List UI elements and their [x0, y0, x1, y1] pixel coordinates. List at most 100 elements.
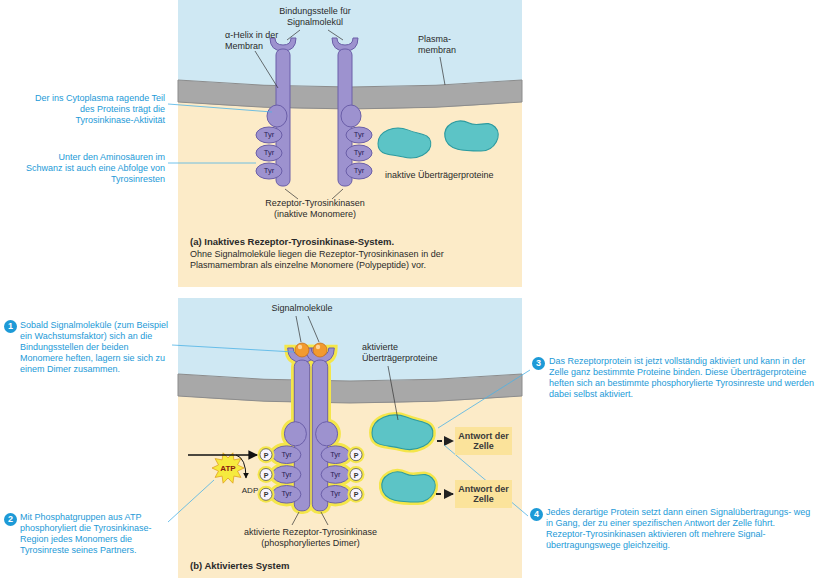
phosphate-circle — [350, 488, 362, 500]
callout-text: Sobald Signalmoleküle (zum Beispiel ein … — [20, 320, 172, 375]
plasma-membrane — [178, 374, 522, 403]
callout-number: 3 — [532, 357, 545, 370]
tyrosine-label: Tyr — [330, 490, 340, 498]
callout-leader — [172, 345, 294, 352]
leader-line — [287, 30, 300, 40]
molecule-label: ATP — [220, 463, 235, 474]
phosphorylation-arrow — [188, 454, 257, 456]
part-label: Signalmoleküle — [262, 303, 342, 314]
phosphate-circle — [350, 449, 362, 461]
phosphate-glow — [348, 466, 365, 483]
leader-line — [328, 30, 343, 40]
transfer-protein — [378, 128, 431, 158]
panel-caption: Ohne Signalmoleküle liegen die Rezeptor-… — [190, 249, 510, 271]
leader-line — [321, 512, 328, 525]
transfer-protein — [382, 472, 435, 502]
tyrosine-label: Tyr — [281, 490, 291, 498]
highlight — [298, 345, 302, 349]
activation-glow — [382, 472, 435, 502]
tyrosine-label: Tyr — [330, 471, 340, 479]
leader-line — [255, 51, 278, 88]
callout-text: Der ins Cytoplasma ragende Teil des Prot… — [22, 93, 165, 126]
dashed-arrow — [437, 440, 453, 442]
response-box: Antwort der Zelle — [455, 427, 512, 455]
leader-line — [296, 316, 301, 342]
activation-glow — [272, 348, 316, 511]
box-text: Antwort der Zelle — [455, 484, 512, 504]
callout-number: 4 — [530, 508, 543, 521]
extracellular-space — [178, 298, 522, 387]
signal-molecule — [295, 343, 309, 357]
callout-text: Mit Phosphatgruppen aus ATP phosphorylie… — [20, 512, 172, 556]
tyrosine-label: Tyr — [354, 149, 364, 157]
receptor-monomer — [272, 348, 316, 511]
panel-caption: (a) Inaktives Rezeptor-Tyrosinkinase-Sys… — [190, 236, 510, 247]
phosphate-glow — [348, 486, 365, 503]
callout-leader — [168, 163, 256, 164]
callout-text: Das Rezeptorprotein ist jetzt vollständi… — [549, 356, 814, 400]
tyrosine-label: Tyr — [281, 471, 291, 479]
tyrosine-label: Tyr — [330, 451, 340, 459]
atp-starburst — [212, 453, 244, 483]
leader-line — [285, 189, 298, 199]
part-label: inaktive Überträgerproteine — [385, 170, 515, 181]
phosphate-glow — [258, 446, 275, 463]
dashed-arrow — [436, 493, 453, 495]
tyrosine-label: Tyr — [281, 451, 291, 459]
phosphate-groups — [258, 446, 365, 503]
callout-number: 2 — [4, 513, 17, 526]
response-box: Antwort der Zelle — [455, 480, 512, 508]
signal-molecule — [313, 343, 327, 357]
callout-leader — [168, 104, 272, 112]
box-text: Antwort der Zelle — [455, 431, 512, 451]
activation-glow — [306, 348, 350, 511]
phosphate-circle — [260, 488, 272, 500]
phosphate-label: P — [264, 451, 269, 458]
phosphate-glow — [348, 446, 365, 463]
phosphate-label: P — [354, 491, 359, 498]
panel-caption: (b) Aktiviertes System — [190, 560, 410, 571]
callout-leader — [444, 445, 528, 516]
callout-leader — [168, 480, 214, 522]
tyrosine-label: Tyr — [354, 167, 364, 175]
tyrosine-label: Tyr — [354, 131, 364, 139]
tyrosine-label: Tyr — [264, 167, 274, 175]
phosphate-label: P — [264, 471, 269, 478]
part-label: aktivierte Rezeptor-Tyrosinkinase (phosp… — [228, 527, 393, 549]
leader-line — [292, 512, 299, 525]
leader-line — [332, 189, 343, 199]
cytoplasm — [178, 298, 522, 578]
part-label: α-Helix in der Membran — [225, 30, 283, 52]
callout-text: Unter den Aminosäuren im Schwanz ist auc… — [22, 152, 165, 185]
callout-leader — [438, 370, 530, 428]
adp-arrow — [236, 455, 246, 478]
activation-glow — [372, 415, 433, 449]
phosphate-circle — [350, 469, 362, 481]
transfer-protein — [445, 121, 498, 151]
tyrosine-label: Tyr — [264, 131, 274, 139]
phosphate-label: P — [354, 471, 359, 478]
tyrosine-label: Tyr — [264, 149, 274, 157]
leader-line — [440, 57, 445, 85]
receptor-monomer — [332, 38, 372, 186]
part-label: aktivierte Überträgerproteine — [362, 342, 452, 364]
molecule-label: ADP — [242, 485, 258, 496]
phosphate-circle — [260, 449, 272, 461]
part-label: Plasma- membran — [418, 34, 468, 56]
receptor-monomer — [306, 348, 350, 511]
part-label: Bindungsstelle für Signalmolekül — [270, 6, 360, 28]
leader-line — [388, 366, 398, 420]
cytoplasm — [178, 0, 522, 287]
phosphate-circle — [260, 469, 272, 481]
receptor-monomer — [256, 38, 296, 186]
part-label: Rezeptor-Tyrosinkinasen (inaktive Monome… — [250, 198, 380, 220]
callout-number: 1 — [4, 320, 17, 333]
phosphate-label: P — [354, 451, 359, 458]
phosphate-label: P — [264, 491, 269, 498]
transfer-protein — [372, 415, 433, 449]
phosphate-glow — [258, 486, 275, 503]
callout-text: Jedes derartige Protein setzt dann einen… — [546, 507, 814, 551]
leader-line — [308, 316, 319, 342]
